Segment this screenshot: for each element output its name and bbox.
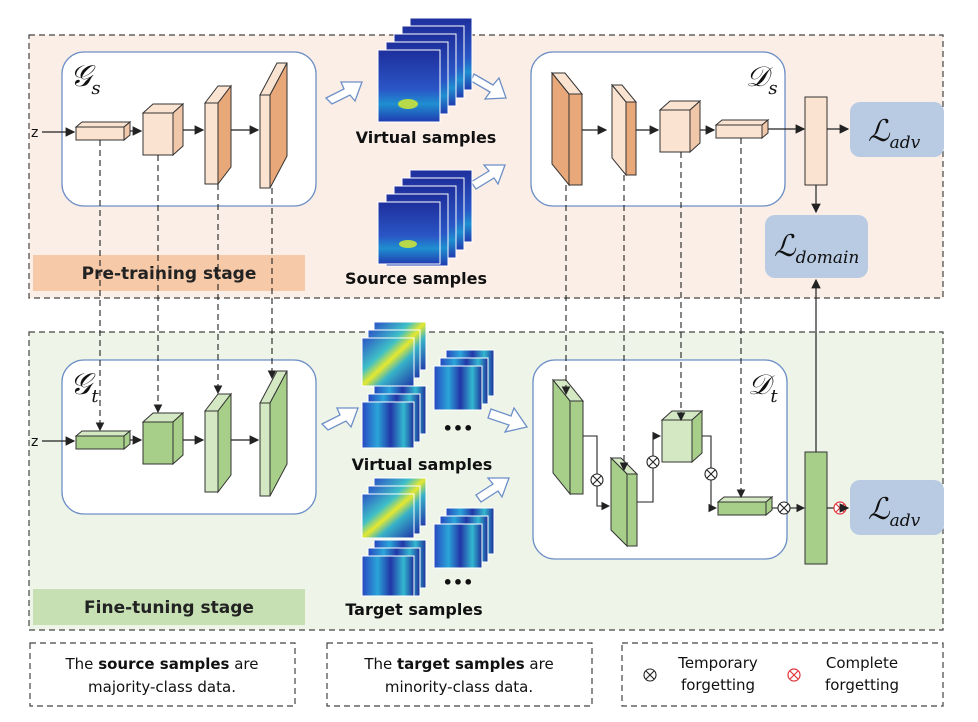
legend-complete-line1: Complete <box>826 654 898 672</box>
temporary-forgetting-markers <box>590 455 791 515</box>
target-note-box <box>326 642 593 707</box>
loss-domain-box <box>765 215 868 278</box>
generator-source-box <box>61 51 317 207</box>
legend-temporary-icon <box>643 668 657 682</box>
transfer-lines-discriminator <box>561 138 746 499</box>
ds-layer-2 <box>610 83 638 177</box>
pretraining-label-box <box>33 255 305 291</box>
transfer-lines-generator <box>95 140 277 432</box>
target-samples-stack-a <box>361 477 427 597</box>
legend-complete-line2: forgetting <box>825 676 899 694</box>
virtual-samples-bottom-stack-b <box>433 349 495 411</box>
gs-layer-2 <box>141 102 185 157</box>
gs-layer-3 <box>203 84 233 186</box>
dt-layer-2 <box>609 456 639 548</box>
gs-layer-4 <box>259 62 288 189</box>
virtual-samples-bottom-label: Virtual samples <box>352 455 493 474</box>
loss-adv-top: ℒadv <box>868 114 921 153</box>
source-note-line2: majority-class data. <box>88 678 236 696</box>
ds-layer-3 <box>658 99 702 154</box>
finetuning-label-box <box>33 589 305 625</box>
complete-forgetting-marker <box>833 501 847 515</box>
loss-adv-top-box <box>850 102 944 157</box>
target-samples-stack-b <box>433 507 495 569</box>
target-samples-label: Target samples <box>345 600 482 619</box>
finetuning-label: Fine-tuning stage <box>84 598 254 618</box>
source-note-box <box>29 642 296 707</box>
flow-arrows <box>320 73 529 503</box>
loss-adv-bottom: ℒadv <box>868 492 921 531</box>
pretraining-label: Pre-training stage <box>82 264 257 284</box>
dt-layer-4 <box>716 495 774 517</box>
target-note-line1: The target samples are <box>363 655 553 673</box>
virtual-samples-top-label: Virtual samples <box>356 128 497 147</box>
gs-layer-1 <box>74 120 132 142</box>
legend-complete-icon <box>787 668 801 682</box>
legend-box <box>621 642 944 707</box>
gt-layer-3 <box>203 392 233 494</box>
noise-input-label-top: z <box>31 125 38 141</box>
dt-layer-3 <box>660 409 704 464</box>
gt-layer-4 <box>259 370 288 497</box>
gt-layer-1 <box>74 429 132 451</box>
loss-adv-bottom-box <box>850 480 944 535</box>
source-samples-label: Source samples <box>345 269 487 288</box>
ellipsis-bottom: ••• <box>443 573 474 592</box>
generator-target-box <box>61 359 317 515</box>
virtual-samples-top-stack <box>377 17 473 123</box>
legend-temporary-line2: forgetting <box>681 676 755 694</box>
ellipsis-top: ••• <box>443 419 474 438</box>
ds-layer-1 <box>550 71 584 187</box>
dt-connectors <box>583 431 806 513</box>
target-note-line2: minority-class data. <box>385 678 533 696</box>
ds-layer-4 <box>714 118 770 140</box>
ds-head-layer <box>804 96 828 186</box>
dt-head-layer <box>804 451 828 565</box>
source-samples-stack <box>377 169 473 267</box>
dt-layer-1 <box>551 378 585 496</box>
legend-temporary-line1: Temporary <box>677 654 758 672</box>
virtual-samples-bottom-stack-a <box>361 321 427 449</box>
noise-input-label-bottom: z <box>31 434 38 450</box>
gt-layer-2 <box>141 411 185 466</box>
loss-domain: ℒdomain <box>774 229 859 268</box>
source-note-line1: The source samples are <box>65 655 259 673</box>
